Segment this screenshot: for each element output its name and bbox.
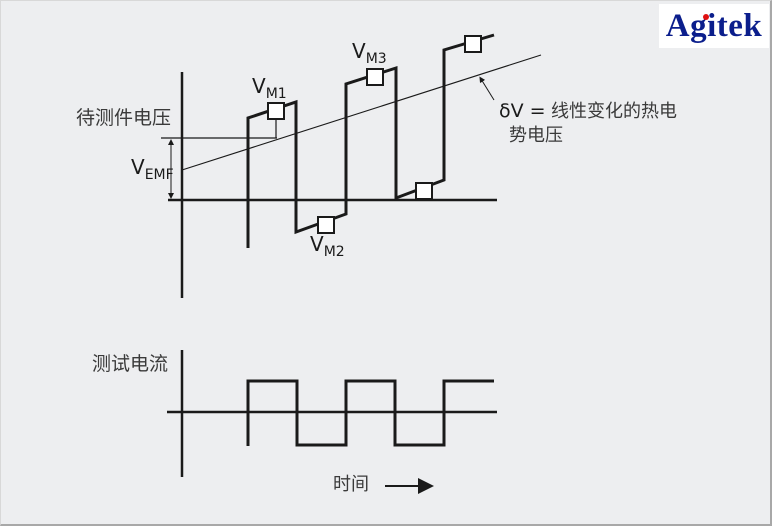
agitek-logo: Agitek	[659, 4, 769, 48]
vm3-label-sub: M3	[366, 51, 387, 67]
vm1-label-main: V	[252, 74, 266, 98]
vm2-label-sub: M2	[324, 244, 345, 260]
annotation-line1-text: 线性变化的热电	[551, 101, 677, 122]
vm1-label-sub: M1	[266, 86, 287, 102]
current-y-label: 测试电流	[92, 353, 168, 375]
vm3-label: VM3	[352, 39, 387, 67]
logo-text: Agitek	[665, 8, 763, 44]
vemf-label-main: V	[131, 155, 145, 179]
vm2-label-main: V	[310, 232, 324, 256]
annotation-symbol: δV =	[499, 100, 546, 122]
time-x-label: 时间	[333, 474, 369, 495]
vemf-label-sub: EMF	[145, 167, 174, 183]
vm3-label-main: V	[352, 39, 366, 63]
measurement-box-vm5	[464, 35, 482, 53]
measurement-box-vm2	[317, 216, 335, 234]
measurement-box-vm3	[366, 68, 384, 86]
voltage-y-label: 待测件电压	[76, 107, 171, 129]
current-square-wave	[246, 379, 494, 447]
annotation-line2-text: 势电压	[509, 125, 563, 146]
current-panel: 测试电流 时间	[92, 350, 497, 495]
vemf-label: VEMF	[131, 155, 174, 183]
measurement-box-vm1	[267, 102, 285, 120]
voltage-panel: 待测件电压 VEMF VM1 VM2 VM3 δV = 线性变化的热电 势电压	[76, 33, 677, 298]
measurement-box-vm4	[415, 182, 433, 200]
annotation-pointer-arrow	[479, 76, 495, 101]
thermal-emf-drift-line	[181, 54, 542, 171]
vm1-label: VM1	[252, 74, 287, 102]
vm2-label: VM2	[310, 232, 345, 260]
logo-dot	[703, 14, 709, 20]
